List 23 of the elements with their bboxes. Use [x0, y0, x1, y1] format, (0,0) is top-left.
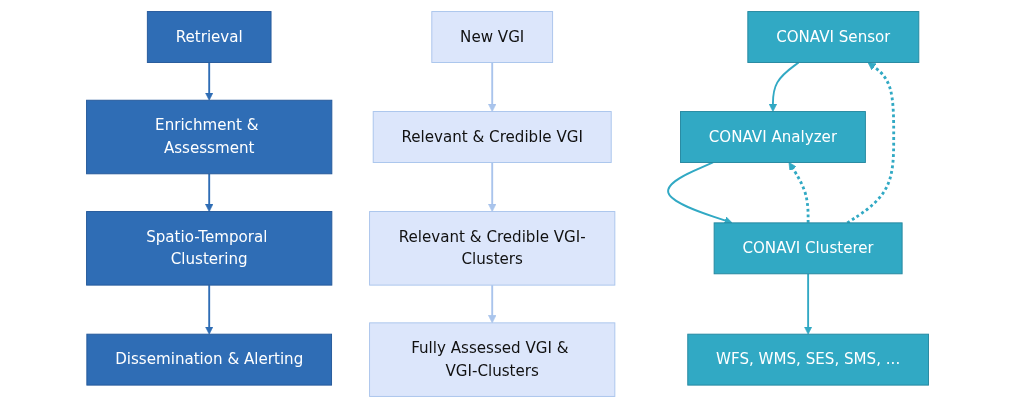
arrow	[488, 283, 497, 323]
node-box: Relevant & Credible VGI	[372, 110, 612, 163]
arrow	[788, 161, 810, 223]
node-box: WFS, WMS, SES, SMS, ...	[687, 333, 929, 386]
node-box: CONAVI Sensor	[747, 10, 920, 63]
arrow	[846, 61, 896, 224]
node-box: Fully Assessed VGI & VGI-Clusters	[369, 321, 616, 397]
node-box: CONAVI Analyzer	[679, 110, 866, 163]
arrow	[205, 61, 214, 101]
arrow	[488, 161, 497, 212]
arrow	[768, 61, 800, 112]
node-box: CONAVI Clusterer	[713, 221, 903, 274]
arrow	[667, 161, 733, 224]
node-box: Dissemination & Alerting	[86, 333, 332, 386]
node-box: New VGI	[431, 10, 554, 63]
arrow	[803, 272, 813, 335]
arrow	[205, 172, 214, 212]
node-box: Relevant & Credible VGI-Clusters	[369, 210, 616, 286]
arrow	[488, 61, 497, 112]
node-box: Spatio-Temporal Clustering	[86, 210, 333, 286]
node-box: Retrieval	[146, 10, 272, 63]
node-box: Enrichment & Assessment	[86, 99, 333, 174]
arrow	[205, 283, 214, 335]
